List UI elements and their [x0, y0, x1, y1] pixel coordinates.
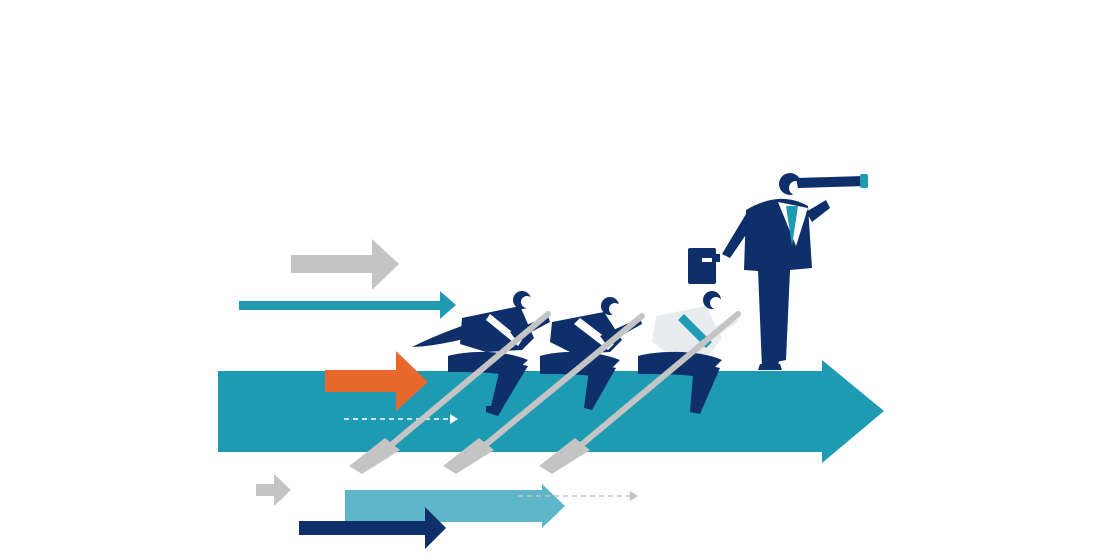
oar [443, 313, 645, 474]
telescope [796, 174, 868, 188]
gray-arrow-top [291, 239, 399, 290]
gray-arrow-small [256, 474, 291, 506]
navy-arrow [299, 507, 446, 549]
oar [539, 311, 741, 474]
dashed-arrow-gray [518, 491, 638, 501]
briefcase [688, 248, 720, 284]
orange-arrow [325, 351, 428, 411]
main-arrow [218, 360, 884, 463]
teal-arrow-thin [239, 291, 456, 319]
oar [349, 311, 551, 474]
dashed-arrow-white [344, 414, 458, 424]
leader [722, 173, 830, 370]
light-teal-arrow [345, 484, 565, 528]
